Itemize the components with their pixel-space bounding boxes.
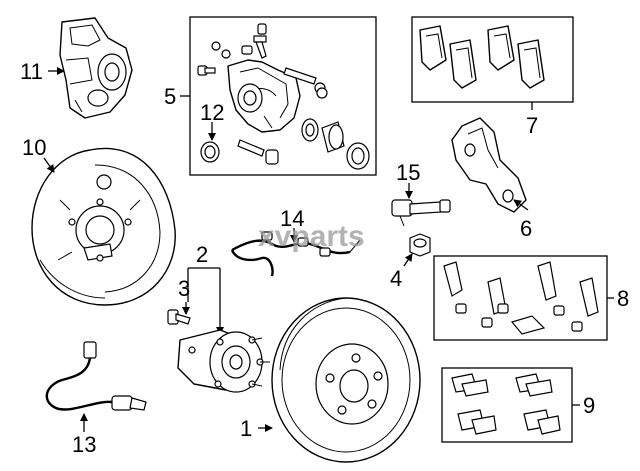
callout-15: 15 (396, 160, 420, 185)
callout-4: 4 (390, 266, 402, 291)
callout-13: 13 (72, 432, 96, 457)
sensor-harness (230, 231, 361, 277)
callout-5: 5 (164, 84, 176, 109)
hub-bearing (177, 329, 270, 393)
callout-8: 8 (617, 286, 629, 311)
callout-11: 11 (20, 59, 43, 84)
pad-clips (451, 373, 561, 435)
speed-sensor (45, 341, 147, 411)
brake-pad-box (411, 16, 574, 103)
callout-2: 2 (196, 242, 208, 267)
backing-plate (31, 147, 176, 306)
callout-10: 10 (22, 135, 46, 160)
brake-rotor (271, 297, 421, 463)
brake-pads (419, 25, 545, 89)
callout-7: 7 (526, 113, 538, 138)
hub-nut (409, 233, 431, 257)
caliper-assembly (197, 23, 370, 170)
caliper-bracket (451, 117, 527, 213)
callout-14: 14 (280, 206, 304, 231)
callout-9: 9 (583, 393, 595, 418)
wear-sensor (391, 199, 451, 227)
callout-12: 12 (200, 100, 224, 125)
callout-3: 3 (178, 276, 190, 301)
watermark: xvparts (258, 220, 365, 253)
actuator-motor (59, 17, 133, 119)
hub-bolt (167, 309, 191, 325)
callout-6: 6 (520, 216, 532, 241)
pad-hardware (443, 261, 599, 335)
callout-1: 1 (240, 416, 252, 441)
